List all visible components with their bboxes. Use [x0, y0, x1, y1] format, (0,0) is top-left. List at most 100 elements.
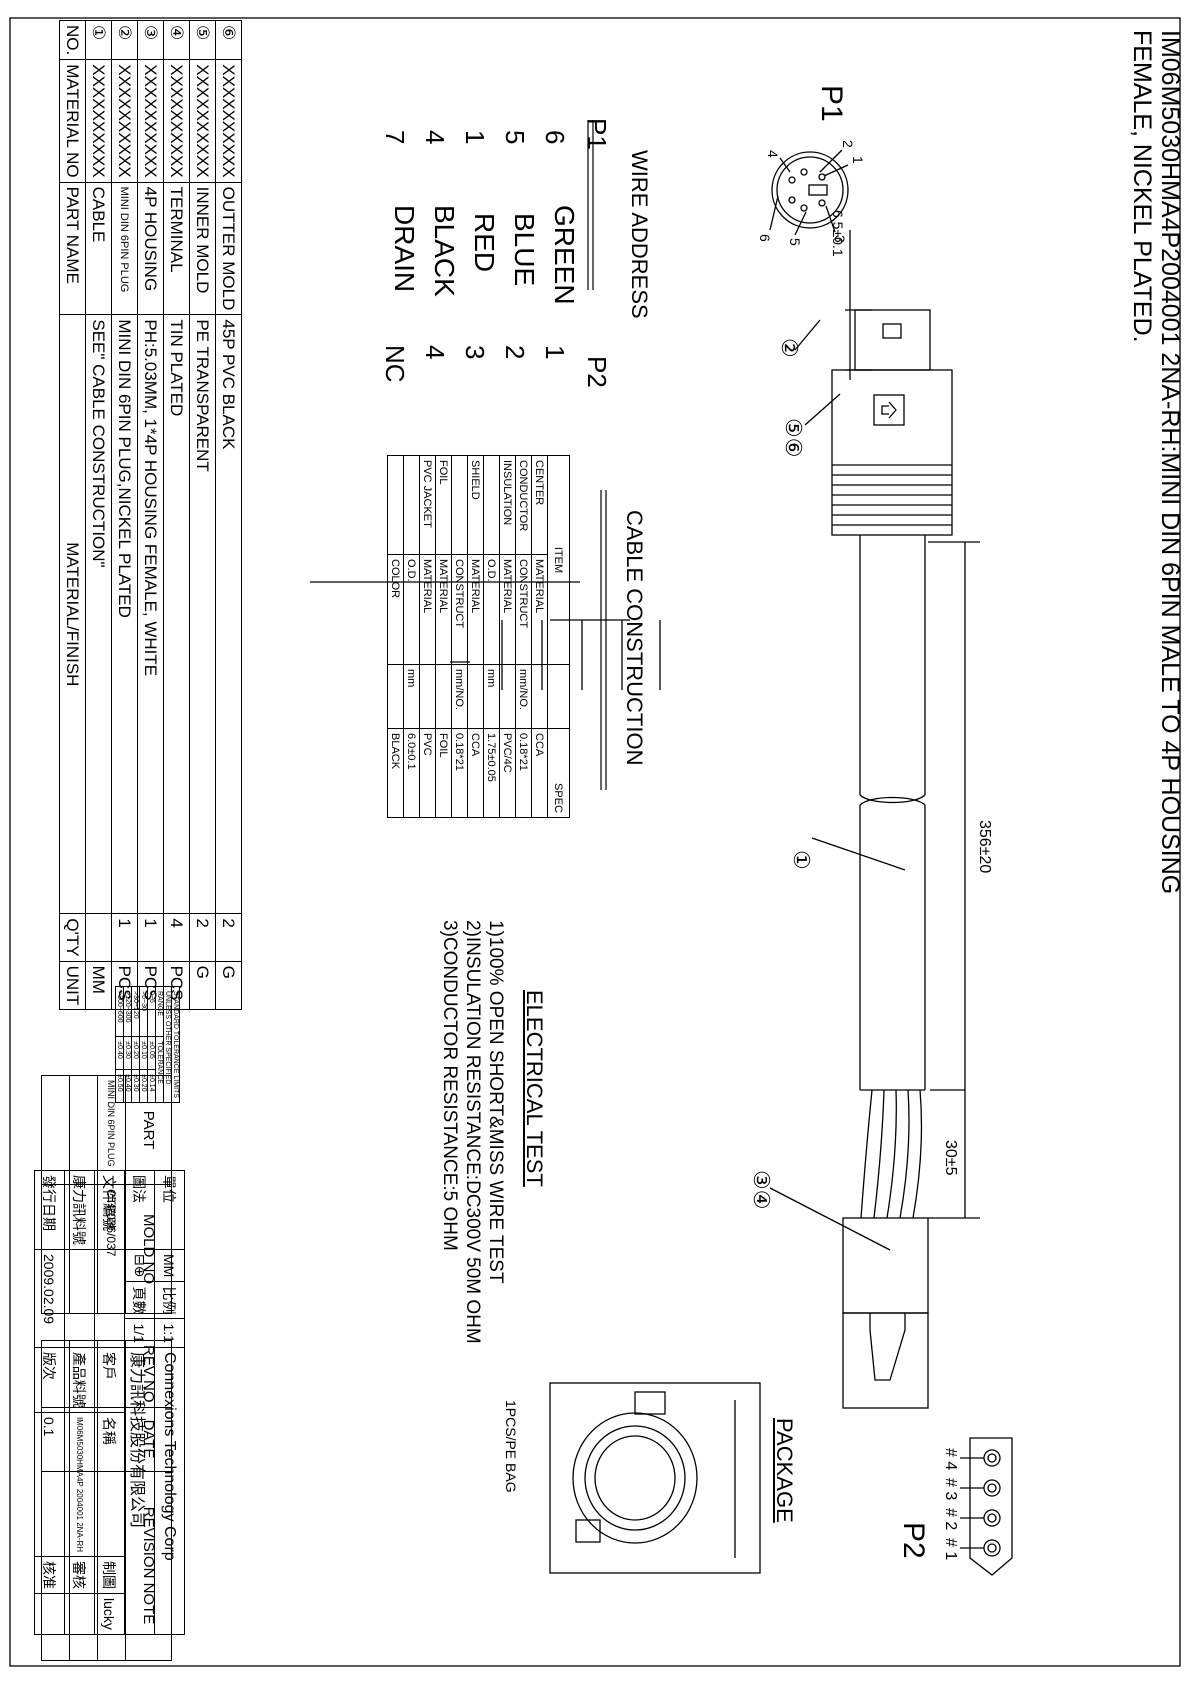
tol-cell: ±0.30 — [131, 1069, 140, 1103]
tb-label: 版次 — [34, 1347, 65, 1413]
callout-plug: ② — [777, 338, 802, 358]
tb-label: 康力訊料號 — [64, 1170, 95, 1250]
tb-value: MM — [154, 1249, 185, 1282]
cc-cell: PVC/4C — [499, 728, 516, 818]
dim-plug: 6.5±0.1 — [830, 210, 846, 257]
cc-cell: FOIL — [435, 455, 452, 555]
p1-pin-2: 2 — [840, 140, 856, 148]
cc-header-unit — [547, 664, 570, 729]
cc-cell: FOIL — [435, 728, 452, 818]
tb-label: 名稱 — [94, 1412, 125, 1557]
tol-cell: ±0.30 — [123, 1036, 132, 1070]
bom-cell: G — [215, 961, 242, 1010]
bom-cell: MM — [85, 961, 112, 1010]
bom-cell: G — [189, 961, 216, 1010]
bom-cell: 45P PVC BLACK — [215, 314, 242, 914]
package-drawing — [549, 1382, 761, 1574]
tb-label: 客戶 — [94, 1347, 125, 1413]
tol-cell: >300~600 — [115, 986, 124, 1037]
cc-cell: PVC JACKET — [419, 455, 436, 555]
electrical-test-line: 1)100% OPEN SHORT&MISS WIRE TEST — [485, 920, 506, 1284]
tb-value: 1:1 — [154, 1318, 185, 1348]
cc-cell — [403, 455, 420, 555]
cc-cell: CONSTRUCT — [515, 554, 532, 665]
cc-cell — [531, 664, 548, 729]
wire-row-color: GREEN — [549, 205, 580, 305]
tb-label: 單位 — [154, 1170, 185, 1250]
bom-cell: SEE" CABLE CONSTRUCTION" — [85, 314, 112, 914]
p2-pin-2: # 2 — [942, 1508, 959, 1531]
cc-cell: CENTER — [531, 455, 548, 555]
tolerance-title: STANDARD TOLERANCE LIMITS — [171, 986, 180, 1103]
tol-cell: ±0.40 — [123, 1069, 132, 1103]
package-title: PACKAGE — [772, 1418, 797, 1523]
cc-cell: 0.18*21 — [515, 728, 532, 818]
bom-cell: PH:5.03MM, 1*4P HOUSING FEMALE, WHITE — [137, 314, 164, 914]
tol-cell: ±0.50 — [115, 1069, 124, 1103]
bom-cell: INNER MOLD — [189, 182, 216, 315]
tol-cell: 0~6 — [147, 986, 156, 1037]
bom-cell: XXXXXXXXXX — [85, 59, 112, 183]
tb-label: 圖法 — [124, 1170, 155, 1250]
bom-cell: 2 — [215, 913, 242, 962]
wire-row-p1: 4 — [420, 130, 450, 145]
tb-label: 制圖 — [94, 1556, 125, 1594]
bom-header: Q'TY — [59, 913, 86, 962]
wire-row-p1: 5 — [500, 130, 530, 145]
projection-symbol: ⊟⊕ — [124, 1249, 155, 1282]
cc-cell — [499, 664, 516, 729]
p1-label: P1 — [815, 85, 848, 122]
cc-cell: mm — [483, 664, 500, 729]
tol-cell: >30~120 — [131, 986, 140, 1037]
cc-cell: CONSTRUCT — [451, 554, 468, 665]
package-note: 1PCS/PE BAG — [503, 1400, 519, 1493]
cc-cell: O.D. — [403, 554, 420, 665]
bom-cell: ① — [85, 20, 112, 60]
tol-cell: ±0.20 — [139, 1069, 148, 1103]
callout-housing: ③④ — [749, 1170, 774, 1210]
bom-cell: 4 — [163, 913, 190, 962]
p2-pin-4: # 4 — [942, 1448, 959, 1471]
wire-row-color: BLUE — [509, 213, 540, 287]
dim-overall: 356±20 — [976, 820, 993, 874]
cc-cell: INSULATION — [499, 455, 516, 555]
bom-header: MATERIAL NO — [59, 59, 86, 183]
p1-pin-5: 5 — [787, 238, 803, 246]
drawing-title-line1: IM06M5030HMA4P2004001 2NA-RH:MINI DIN 6P… — [1156, 30, 1184, 895]
bom-cell: CABLE — [85, 182, 112, 315]
tb-label: 文件編號 — [94, 1170, 125, 1250]
p2-connector-face — [969, 1437, 1013, 1576]
bom-header: MATERIAL/FINISH — [59, 314, 86, 914]
bom-header: UNIT — [59, 961, 86, 1010]
bom-cell: XXXXXXXXXX — [215, 59, 242, 183]
wire-address-title: WIRE ADDRESS — [627, 150, 652, 319]
bom-cell: 1 — [111, 913, 138, 962]
cc-cell — [467, 664, 484, 729]
cc-cell — [451, 455, 468, 555]
electrical-test-title: ELECTRICAL TEST — [522, 990, 547, 1187]
cc-cell: 0.18*21 — [451, 728, 468, 818]
cc-cell: BLACK — [387, 728, 404, 818]
dim-strip: 30±5 — [942, 1140, 959, 1176]
bom-header: NO. — [59, 20, 86, 60]
tol-cell: ±0.10 — [139, 1036, 148, 1070]
cc-cell: MATERIAL — [419, 554, 436, 665]
tb-label: 頁數 — [124, 1281, 155, 1319]
bom-cell: XXXXXXXXXX — [189, 59, 216, 183]
p1-pin-1: 1 — [850, 156, 866, 164]
cc-cell: CCA — [531, 728, 548, 818]
issue-date: 2009.02.09 — [34, 1249, 65, 1348]
p2-label: P2 — [897, 1522, 930, 1559]
bom-cell: ⑥ — [215, 20, 242, 60]
electrical-test-line: 3)CONDUCTOR RESISTANCE:5 OHM — [439, 920, 460, 1251]
cc-cell: CCA — [467, 728, 484, 818]
cc-header-spec: SPEC — [547, 728, 570, 818]
cc-cell: 1.75±0.05 — [483, 728, 500, 818]
bom-cell: ② — [111, 20, 138, 60]
wire-row-p2: 1 — [540, 345, 570, 360]
cc-header-item: ITEM — [547, 455, 570, 665]
